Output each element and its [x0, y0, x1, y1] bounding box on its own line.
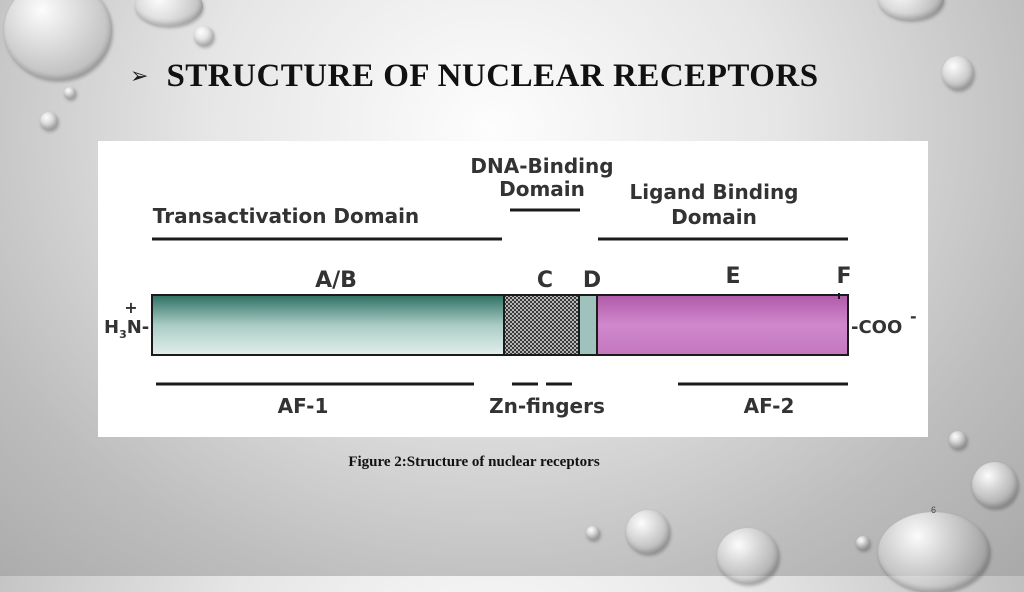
nuclear-receptor-figure: Transactivation Domain DNA-Binding Domai…	[98, 141, 928, 437]
water-droplet-decoration	[626, 510, 670, 554]
c-terminus-charge: -	[910, 307, 917, 326]
water-droplet-decoration	[878, 0, 944, 20]
n-terminus-label: H3N-	[104, 317, 149, 341]
segment-c-bar	[503, 294, 580, 356]
nuclear-receptor-diagram: Transactivation Domain DNA-Binding Domai…	[104, 154, 917, 418]
ligand-binding-domain-label-line1: Ligand Binding	[630, 180, 799, 204]
water-droplet-decoration	[717, 528, 779, 584]
water-droplet-decoration	[64, 87, 76, 99]
zn-fingers-label: Zn-fingers	[489, 394, 605, 418]
segment-d-bar	[578, 294, 598, 356]
dna-binding-domain-label-line1: DNA-Binding	[470, 154, 613, 178]
arrow-bullet-icon: ➢	[130, 64, 149, 89]
segment-label-f: F	[836, 264, 851, 289]
water-droplet-decoration	[856, 536, 870, 550]
water-droplet-decoration	[949, 431, 967, 449]
segment-ab-bar	[151, 294, 505, 356]
page-number: 6	[931, 505, 937, 515]
water-droplet-decoration	[194, 26, 214, 46]
af1-label: AF-1	[278, 394, 329, 418]
segment-label-c: C	[537, 268, 553, 293]
slide-title: STRUCTURE OF NUCLEAR RECEPTORS	[166, 58, 819, 94]
slide-title-row: ➢ STRUCTURE OF NUCLEAR RECEPTORS	[130, 58, 819, 95]
ligand-binding-domain-label-line2: Domain	[671, 205, 757, 229]
af2-label: AF-2	[744, 394, 795, 418]
segment-e-bar	[596, 294, 849, 356]
transactivation-domain-label: Transactivation Domain	[153, 204, 419, 228]
n-terminus-charge: +	[124, 298, 137, 317]
segment-label-d: D	[583, 268, 601, 293]
water-droplet-decoration	[586, 526, 600, 540]
water-droplet-decoration	[972, 462, 1018, 508]
dna-binding-domain-label-line2: Domain	[499, 177, 585, 201]
water-droplet-decoration	[942, 56, 974, 90]
water-droplet-decoration	[135, 0, 203, 26]
segment-label-ab: A/B	[315, 268, 357, 293]
segment-label-e: E	[725, 264, 740, 289]
water-droplet-decoration	[40, 112, 58, 130]
water-droplet-decoration	[878, 512, 990, 592]
water-droplet-decoration	[4, 0, 112, 80]
figure-caption: Figure 2:Structure of nuclear receptors	[348, 454, 600, 470]
c-terminus-label: -COO	[851, 317, 902, 338]
